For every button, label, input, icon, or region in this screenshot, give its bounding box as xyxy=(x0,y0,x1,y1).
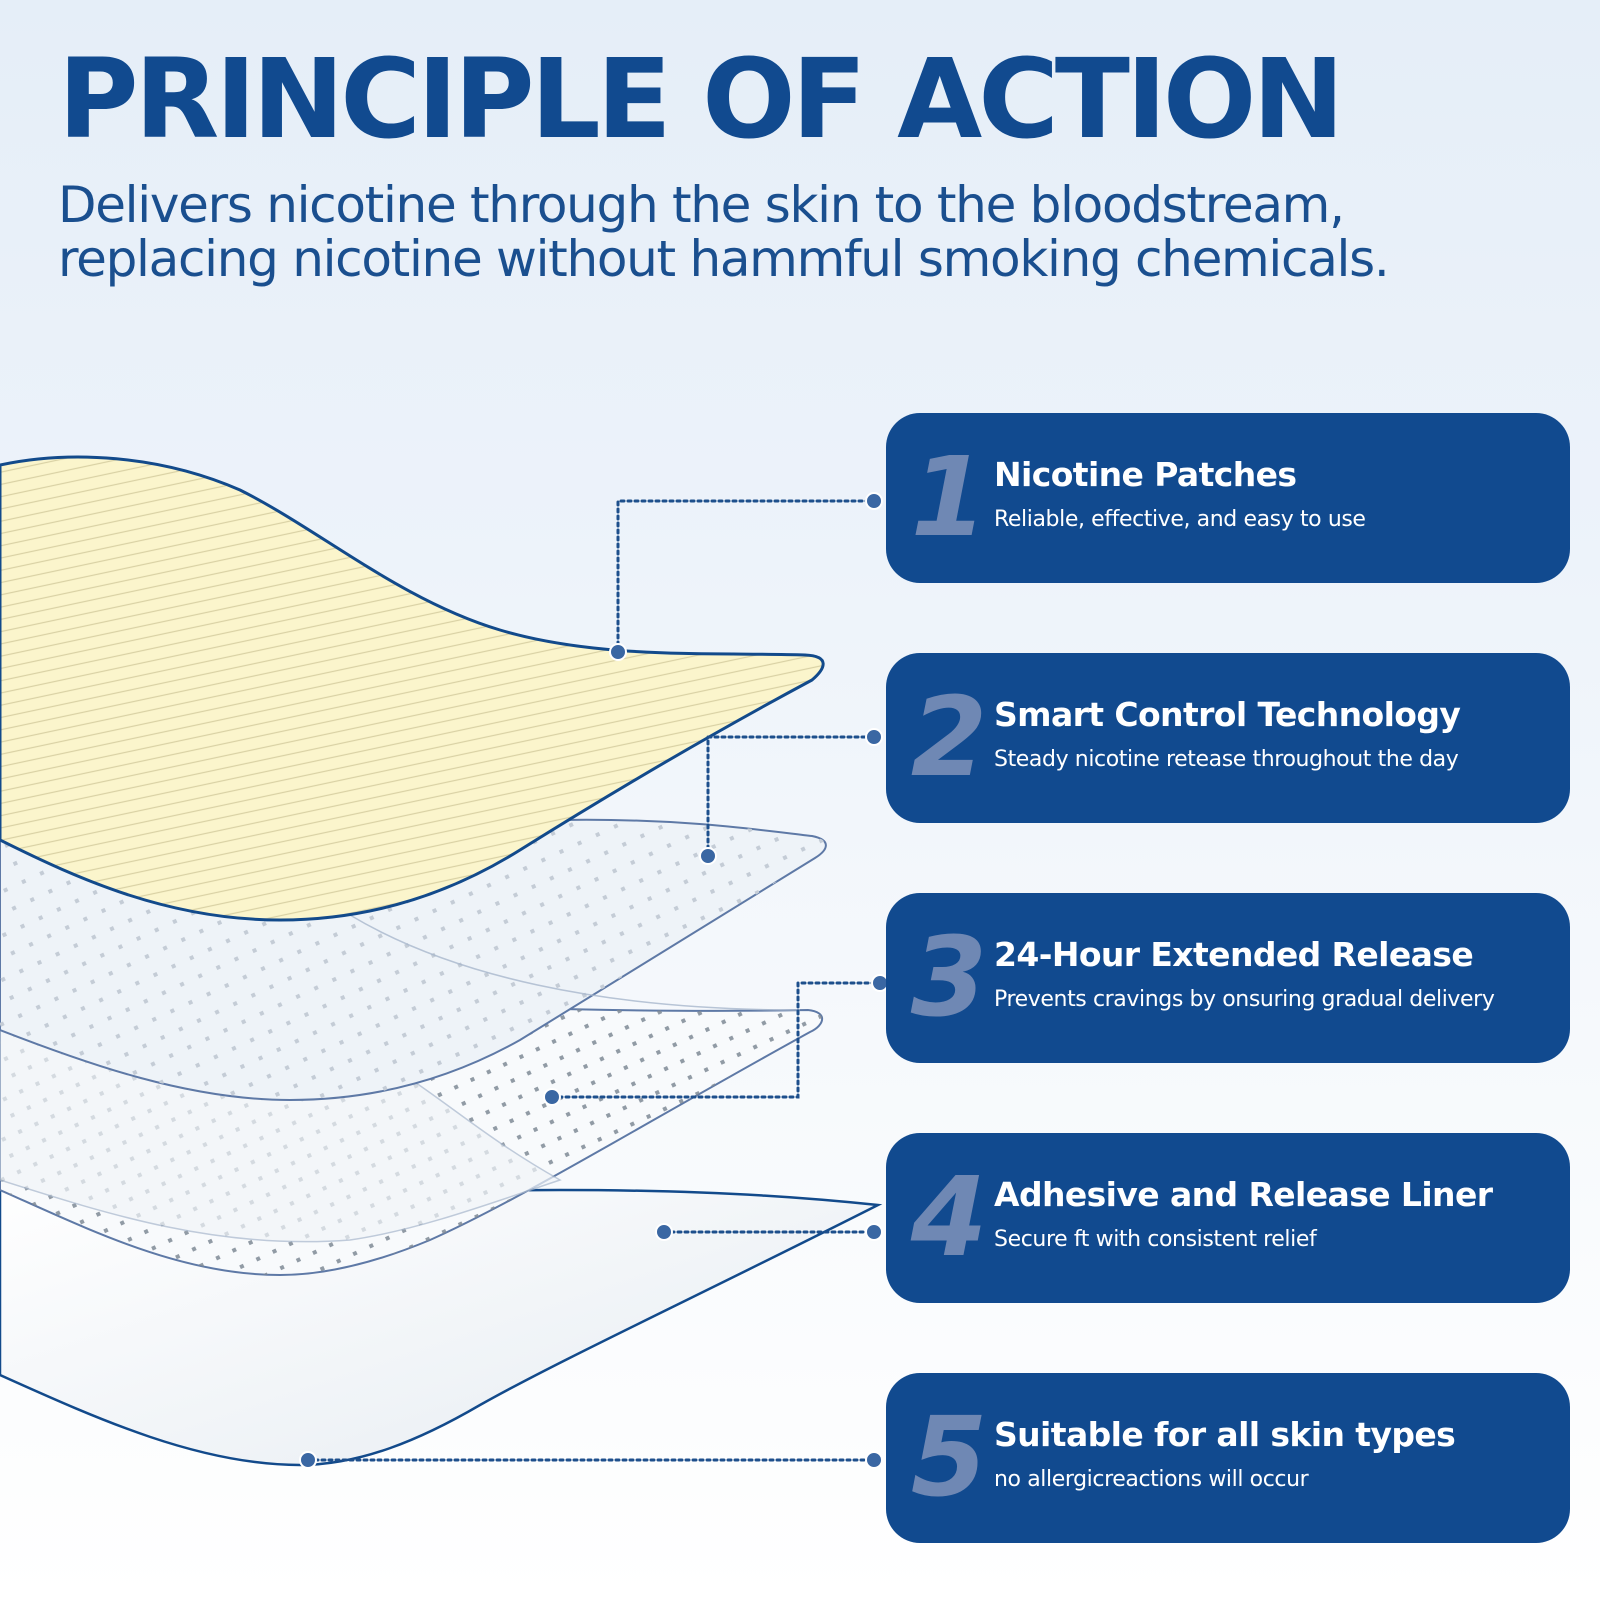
feature-card-2: 2 Smart Control Technology Steady nicoti… xyxy=(886,653,1570,823)
feature-card-5: 5 Suitable for all skin types no allergi… xyxy=(886,1373,1570,1543)
feature-description: Prevents cravings by onsuring gradual de… xyxy=(994,987,1495,1012)
feature-number: 1 xyxy=(910,433,988,561)
feature-number: 3 xyxy=(910,913,988,1041)
feature-title: Nicotine Patches xyxy=(994,455,1297,494)
feature-title: Smart Control Technology xyxy=(994,695,1461,734)
page-subtitle: Delivers nicotine through the skin to th… xyxy=(58,176,1390,288)
feature-description: no allergicreactions will occur xyxy=(994,1467,1309,1492)
connector-2 xyxy=(706,735,876,858)
feature-number: 5 xyxy=(910,1393,988,1521)
feature-card-1: 1 Nicotine Patches Reliable, effective, … xyxy=(886,413,1570,583)
feature-card-4: 4 Adhesive and Release Liner Secure ft w… xyxy=(886,1133,1570,1303)
feature-title: Suitable for all skin types xyxy=(994,1415,1456,1454)
layer-1-patch xyxy=(0,455,825,922)
page-title: PRINCIPLE OF ACTION xyxy=(58,35,1344,163)
feature-title: Adhesive and Release Liner xyxy=(994,1175,1493,1214)
feature-description: Steady nicotine retease throughout the d… xyxy=(994,747,1459,772)
feature-description: Secure ft with consistent relief xyxy=(994,1227,1317,1252)
feature-card-3: 3 24-Hour Extended Release Prevents crav… xyxy=(886,893,1570,1063)
feature-number: 2 xyxy=(910,673,988,801)
feature-description: Reliable, effective, and easy to use xyxy=(994,507,1366,532)
connector-1 xyxy=(616,499,876,654)
feature-title: 24-Hour Extended Release xyxy=(994,935,1474,974)
connector-3 xyxy=(550,981,882,1099)
feature-number: 4 xyxy=(910,1153,988,1281)
